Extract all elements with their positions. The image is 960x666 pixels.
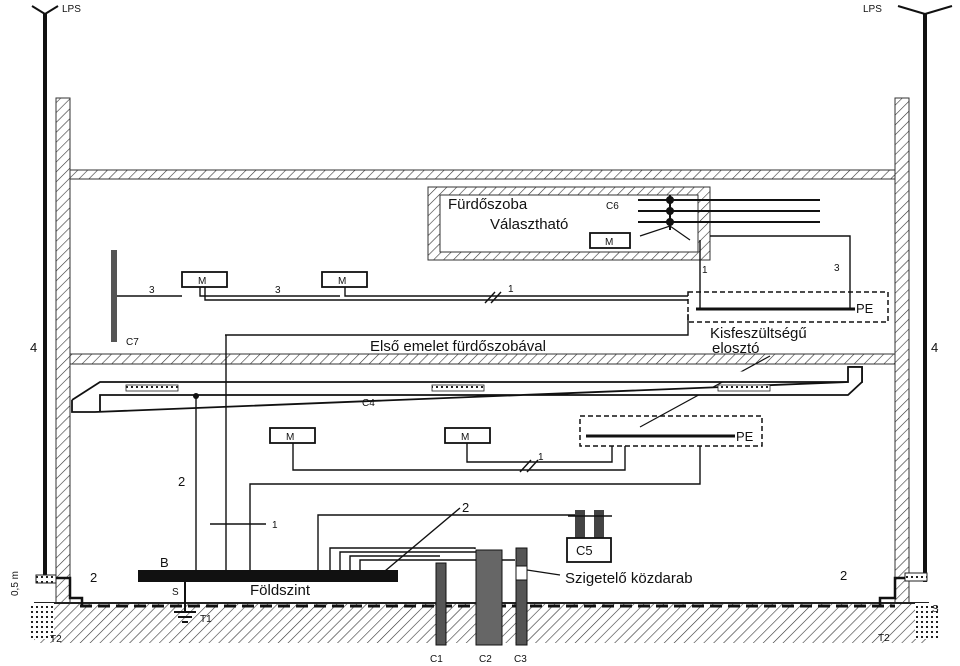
bathroom-motor-label: M	[605, 237, 613, 248]
t2-label-right: T2	[878, 633, 890, 644]
height-label: 0,5 m	[10, 571, 21, 596]
earth-terminal-t1	[174, 582, 196, 623]
c4-duct	[71, 366, 863, 413]
c6-label: C6	[606, 201, 619, 212]
c7-riser	[111, 250, 117, 342]
upper-slab	[69, 169, 896, 180]
air-terminal-right	[897, 5, 953, 15]
lps-label-right: LPS	[863, 4, 882, 15]
pipe-c3	[515, 547, 528, 646]
first-floor-label: Első emelet fürdőszobával	[370, 338, 546, 355]
right-wall	[894, 97, 910, 604]
c4-openings	[125, 384, 771, 392]
lower-pe-label: PE	[736, 429, 754, 444]
insulating-piece	[515, 565, 528, 581]
bathroom-wire-3	[710, 235, 851, 310]
c4-label: C4	[362, 398, 375, 409]
main-bonding-bar-b	[138, 570, 398, 582]
s-label: S	[172, 587, 179, 598]
ground-floor-label: Földszint	[250, 582, 311, 599]
wire-number-2-ground: 2	[462, 500, 469, 515]
s-label-right: S	[932, 604, 939, 615]
wire-number-1-lower: 1	[538, 452, 544, 463]
upper-motor-1-label: M	[198, 276, 206, 287]
bathroom-label: Fürdőszoba	[448, 196, 528, 213]
wire-number-2-left: 2	[90, 570, 97, 585]
c7-label: C7	[126, 337, 139, 348]
lps-label-left: LPS	[62, 4, 81, 15]
lower-motor-1-label: M	[286, 432, 294, 443]
wire-number-3-bathroom: 3	[834, 263, 840, 274]
bathroom-pipes-c6	[638, 195, 820, 241]
c2-label: C2	[479, 654, 492, 665]
air-terminal-left	[31, 5, 59, 15]
wire-number-3-a: 3	[149, 285, 155, 296]
wire-number-4-right: 4	[931, 340, 938, 355]
test-joint-left	[30, 574, 84, 639]
wire-number-1-upper: 1	[508, 284, 514, 295]
c3-label: C3	[514, 654, 527, 665]
bathroom-motor	[589, 232, 631, 249]
left-wall	[55, 97, 71, 604]
wire-number-1-ground: 1	[272, 520, 278, 531]
upper-floor-wiring	[117, 287, 689, 336]
insulator-label: Szigetelő közdarab	[565, 570, 693, 587]
upper-pe-label: PE	[856, 301, 874, 316]
c5-label: C5	[576, 543, 593, 558]
first-floor-slab	[69, 353, 896, 365]
c1-label: C1	[430, 654, 443, 665]
upper-distributor-box	[687, 291, 889, 323]
wire-number-1-bathroom: 1	[702, 265, 708, 276]
lower-motor-2-label: M	[461, 432, 469, 443]
pipe-c1	[435, 562, 447, 646]
c5-device	[566, 510, 612, 563]
upper-motor-2-label: M	[338, 276, 346, 287]
optional-label: Választható	[490, 216, 568, 233]
wire-number-3-b: 3	[275, 285, 281, 296]
lower-distributor-box	[579, 415, 763, 447]
wire-number-2-vertical: 2	[178, 474, 185, 489]
insulator-leader	[526, 569, 561, 576]
distributor-label-line1: Kisfeszültségű	[710, 325, 807, 342]
t2-label-left: T2	[50, 634, 62, 645]
pipe-c2	[475, 549, 503, 646]
duct-bond-point	[193, 393, 199, 399]
wire-number-2-right: 2	[840, 568, 847, 583]
b-label: B	[160, 555, 169, 570]
wire-number-4-left: 4	[30, 340, 37, 355]
distributor-label-line2: elosztó	[712, 340, 760, 357]
t1-label: T1	[200, 614, 212, 625]
ground-floor-wiring	[210, 335, 701, 572]
test-joint-right	[878, 572, 939, 639]
